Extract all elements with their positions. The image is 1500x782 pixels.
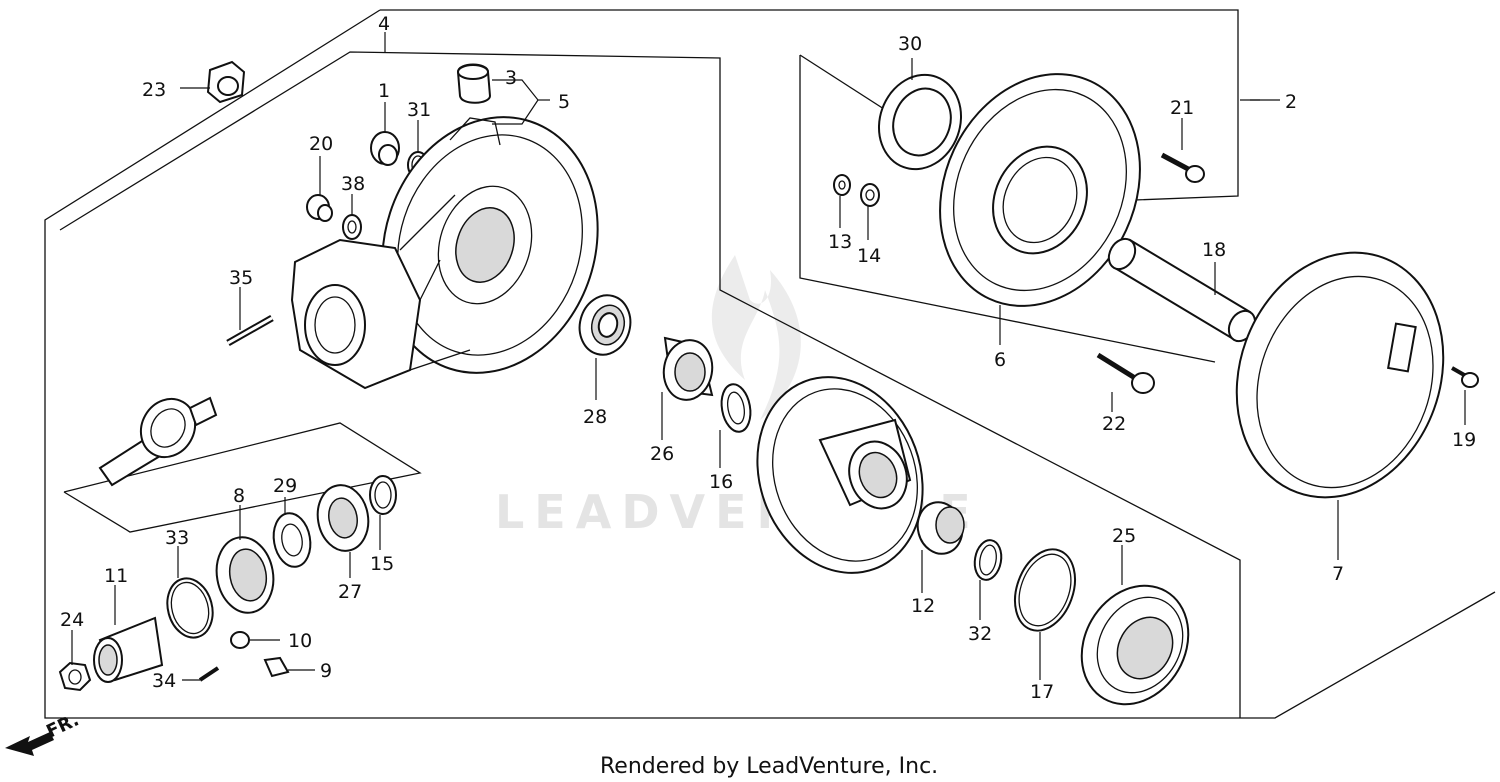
part-6-gear-case-cover	[939, 73, 1141, 307]
callout-20: 20	[309, 133, 333, 155]
part-14-washer	[860, 183, 880, 207]
part-21-bolt	[1160, 152, 1205, 183]
part-18-tube	[1107, 237, 1257, 343]
part-8-gear	[215, 536, 275, 614]
part-3-cap	[456, 63, 492, 104]
part-7-band	[1235, 251, 1445, 499]
callout-13: 13	[828, 231, 852, 253]
part-1-plug	[370, 131, 400, 166]
callout-9: 9	[320, 660, 332, 682]
part-34-pin	[198, 666, 220, 682]
callout-labels: 4 1 31 3 5 23 20 38 35 28 26 16 12 32 17…	[60, 13, 1476, 703]
pinion-gear-shaft	[98, 396, 218, 487]
callout-18: 18	[1202, 239, 1226, 261]
part-25-bearing	[1080, 584, 1190, 706]
part-16-shim	[720, 383, 752, 433]
callout-4: 4	[378, 13, 390, 35]
part-17-ring	[1014, 548, 1076, 632]
callout-19: 19	[1452, 429, 1476, 451]
callout-28: 28	[583, 406, 607, 428]
footer-credit: Rendered by LeadVenture, Inc.	[600, 754, 938, 779]
callout-32: 32	[968, 623, 992, 645]
callout-10: 10	[288, 630, 312, 652]
callout-5: 5	[558, 91, 570, 113]
callout-15: 15	[370, 553, 394, 575]
part-27-bearing	[316, 484, 370, 552]
callout-38: 38	[341, 173, 365, 195]
callout-35: 35	[229, 267, 253, 289]
callout-11: 11	[104, 565, 128, 587]
callout-24: 24	[60, 609, 84, 631]
part-33-ring	[166, 577, 214, 639]
callout-31: 31	[407, 99, 431, 121]
callout-30: 30	[898, 33, 922, 55]
part-35-stud	[226, 314, 274, 347]
part-15-shim	[369, 475, 397, 515]
part-23-cap	[206, 60, 246, 104]
callout-14: 14	[857, 245, 881, 267]
callout-3: 3	[505, 67, 517, 89]
part-19-bolt	[1451, 366, 1479, 388]
callout-22: 22	[1102, 413, 1126, 435]
part-30-oil-seal	[877, 73, 963, 171]
callout-16: 16	[709, 471, 733, 493]
part-12-collar	[916, 501, 965, 555]
callout-1: 1	[378, 80, 390, 102]
part-24-nut	[58, 661, 92, 692]
callout-26: 26	[650, 443, 674, 465]
part-4-final-gear-case	[290, 116, 599, 390]
callout-33: 33	[165, 527, 189, 549]
callout-34: 34	[152, 670, 176, 692]
direction-label: FR.	[43, 709, 82, 742]
callout-12: 12	[911, 595, 935, 617]
part-13-washer	[833, 174, 851, 196]
part-38-washer	[342, 214, 362, 240]
part-10-nut	[230, 631, 250, 649]
callout-2: 2	[1285, 91, 1297, 113]
part-32-circlip	[973, 539, 1003, 581]
callout-17: 17	[1030, 681, 1054, 703]
part-22-bolt	[1096, 352, 1155, 394]
part-26-bearing	[662, 336, 714, 401]
part-29-bearing	[272, 512, 312, 568]
callout-21: 21	[1170, 97, 1194, 119]
part-9-plate	[263, 656, 290, 678]
callout-27: 27	[338, 581, 362, 603]
callout-29: 29	[273, 475, 297, 497]
part-28-bearing	[578, 294, 632, 356]
front-direction-indicator: FR.	[5, 709, 82, 756]
part-20-plug	[306, 194, 333, 222]
part-11-sleeve	[93, 616, 164, 683]
leader-lines	[71, 32, 1466, 681]
callout-25: 25	[1112, 525, 1136, 547]
callout-6: 6	[994, 349, 1006, 371]
callout-7: 7	[1332, 563, 1344, 585]
ring-gear	[756, 376, 924, 574]
callout-23: 23	[142, 79, 166, 101]
callout-8: 8	[233, 485, 245, 507]
